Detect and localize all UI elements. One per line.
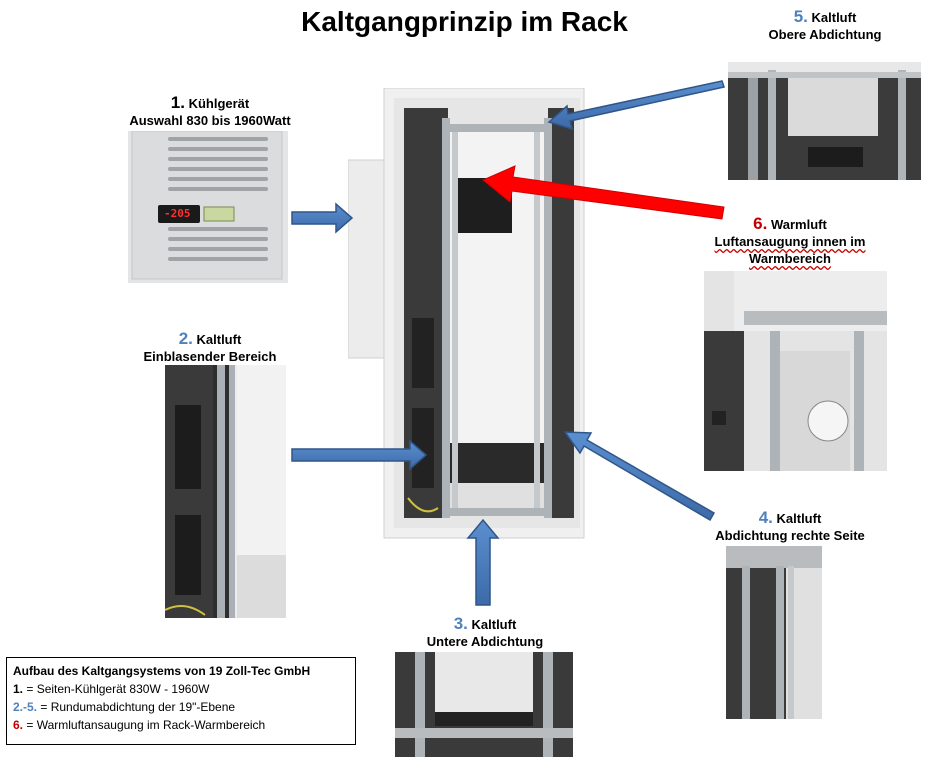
legend-row-2-num: 2.-5. [13,700,38,714]
legend-box: Aufbau des Kaltgangsystems von 19 Zoll-T… [6,657,356,745]
caption-6-sub2: Warmbereich [749,251,831,266]
caption-3: 3. Kaltluft Untere Abdichtung [395,615,575,650]
legend-row-3: 6. = Warmluftansaugung im Rack-Warmberei… [13,716,349,734]
caption-2-num: 2. [178,329,193,348]
legend-row-2: 2.-5. = Rundumabdichtung der 19"-Ebene [13,698,349,716]
legend-row-1-text: = Seiten-Kühlgerät 830W - 1960W [23,682,210,696]
arrow-4 [563,431,716,522]
caption-2-sub: Einblasender Bereich [143,349,277,364]
caption-1: 1. Kühlgerät Auswahl 830 bis 1960Watt [120,94,300,129]
caption-3-name: Kaltluft [471,617,517,632]
caption-4-name: Kaltluft [776,511,822,526]
caption-6-sub1: Luftansaugung innen im [714,234,866,249]
right-seal-photo [726,546,822,719]
legend-row-2-text: = Rundumabdichtung der 19"-Ebene [37,700,236,714]
caption-4: 4. Kaltluft Abdichtung rechte Seite [700,509,880,544]
legend-row-1-num: 1. [13,682,24,696]
legend-heading: Aufbau des Kaltgangsystems von 19 Zoll-T… [13,664,311,678]
caption-2: 2. Kaltluft Einblasender Bereich [130,330,290,365]
bottom-seal-photo [395,652,573,757]
caption-6-name: Warmluft [770,217,827,232]
arrow-2 [291,439,428,471]
main-rack-photo [348,88,588,548]
caption-6-num: 6. [753,214,768,233]
top-seal-photo [728,62,921,180]
arrow-6 [482,165,725,220]
caption-5: 5. Kaltluft Obere Abdichtung [745,8,905,43]
caption-3-num: 3. [453,614,468,633]
arrow-3 [466,518,500,606]
cooling-unit-photo: -205 [128,131,288,283]
caption-5-sub: Obere Abdichtung [768,27,882,42]
caption-5-name: Kaltluft [811,10,857,25]
caption-1-sub: Auswahl 830 bis 1960Watt [129,113,291,128]
caption-2-name: Kaltluft [196,332,242,347]
arrow-1 [291,202,354,234]
warm-area-photo [704,271,887,471]
caption-4-sub: Abdichtung rechte Seite [715,528,865,543]
page-title: Kaltgangprinzip im Rack [301,6,628,37]
legend-row-3-num: 6. [13,718,24,732]
caption-1-num: 1. [170,93,185,112]
arrow-5 [547,80,725,131]
left-seal-photo [165,365,286,618]
display-readout: -205 [164,207,191,220]
caption-3-sub: Untere Abdichtung [426,634,544,649]
caption-6: 6. Warmluft Luftansaugung innen im Warmb… [705,215,875,267]
legend-row-1: 1. = Seiten-Kühlgerät 830W - 1960W [13,680,349,698]
caption-4-num: 4. [758,508,773,527]
legend-row-3-text: = Warmluftansaugung im Rack-Warmbereich [23,718,266,732]
caption-5-num: 5. [793,7,808,26]
caption-1-name: Kühlgerät [188,96,250,111]
